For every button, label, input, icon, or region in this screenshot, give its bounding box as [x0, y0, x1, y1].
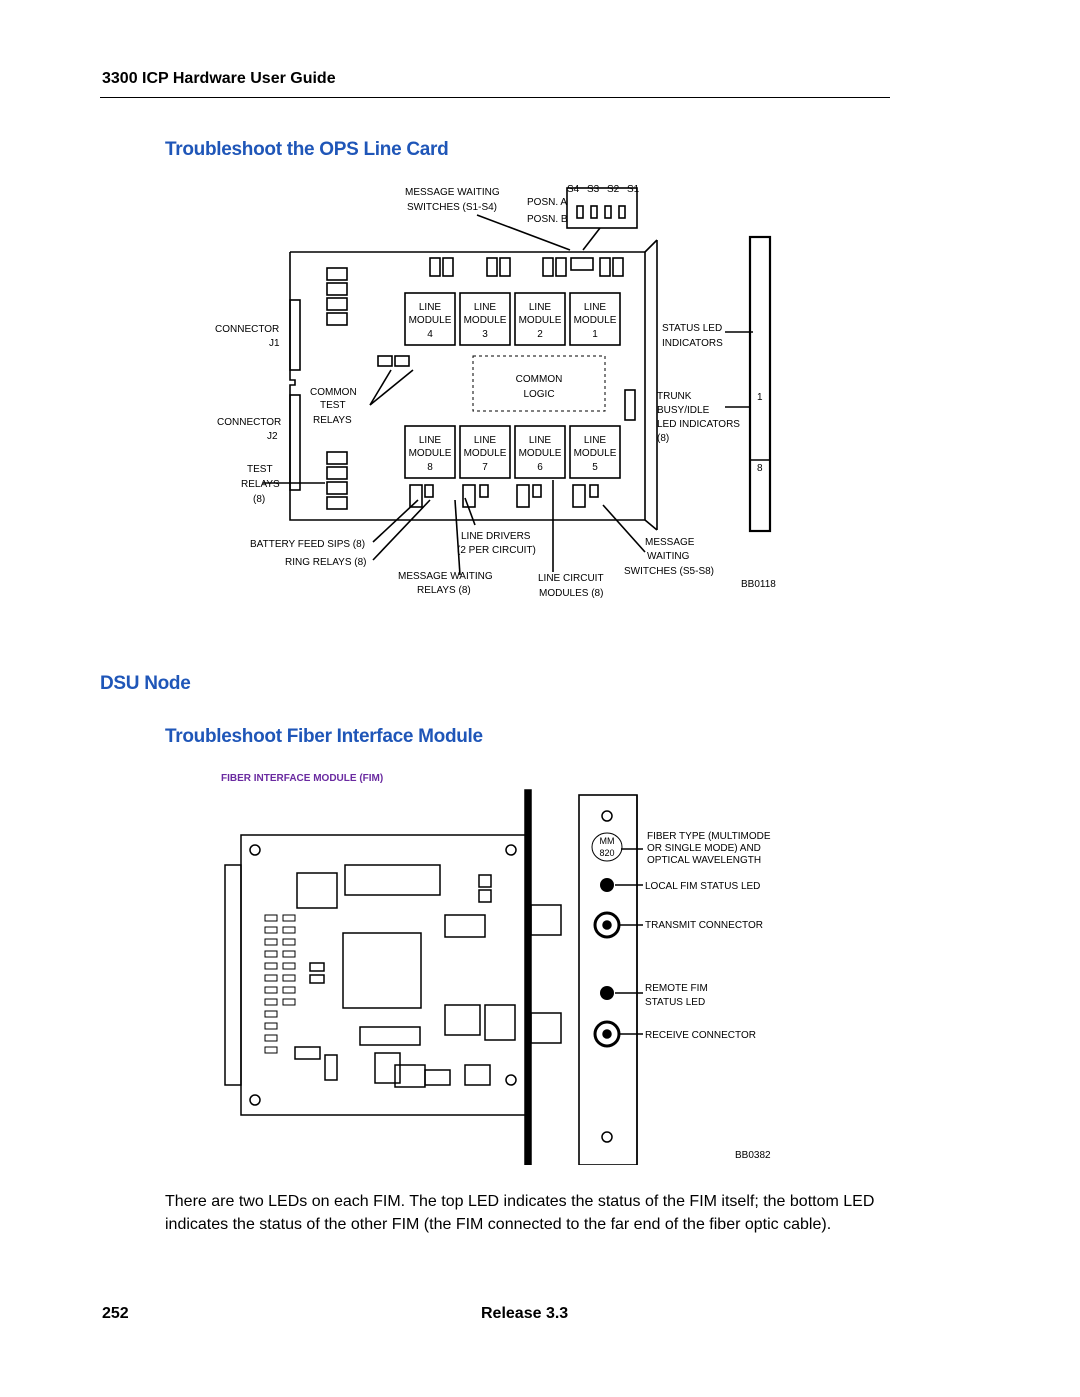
fim-figure-id: BB0382: [735, 1150, 771, 1161]
connector-j1-id: J1: [269, 338, 280, 349]
battery-feed-label: BATTERY FEED SIPS (8): [250, 539, 365, 550]
ops-figure-id: BB0118: [741, 579, 776, 590]
fim-figure: FIBER INTERFACE MODULE (FIM): [215, 765, 785, 1166]
msg-waiting-s5-3: SWITCHES (S5-S8): [624, 566, 714, 577]
line-module-2-l2: MODULE: [519, 315, 562, 326]
msg-waiting-s5-1: MESSAGE: [645, 537, 695, 548]
msg-waiting-switches-label-1: MESSAGE WAITING: [405, 187, 500, 198]
connector-j1-label: CONNECTOR: [215, 324, 279, 335]
posn-a-label: POSN. A: [527, 197, 567, 208]
ops-line-card-figure: MESSAGE WAITING SWITCHES (S1-S4) S4 S3 S…: [205, 180, 805, 600]
line-module-3-num: 3: [482, 329, 488, 340]
page-number: 252: [102, 1305, 129, 1322]
fim-figure-title: FIBER INTERFACE MODULE (FIM): [221, 773, 383, 784]
running-header: 3300 ICP Hardware User Guide: [102, 70, 336, 87]
switch-label-s4: S4: [567, 184, 580, 195]
line-module-6-l1: LINE: [529, 435, 552, 446]
line-circuit-modules-2: MODULES (8): [539, 588, 603, 599]
line-module-6-num: 6: [537, 462, 543, 473]
common-logic-2: LOGIC: [523, 389, 554, 400]
fim-led-paragraph: There are two LEDs on each FIM. The top …: [165, 1193, 875, 1233]
trunk-busy-4: (8): [657, 433, 669, 444]
line-module-7-l2: MODULE: [464, 448, 507, 459]
line-module-2-l1: LINE: [529, 302, 552, 313]
common-test-relays-2: TEST: [320, 400, 346, 411]
status-led-2: INDICATORS: [662, 338, 723, 349]
remote-led-1: REMOTE FIM: [645, 983, 708, 994]
line-module-1-l1: LINE: [584, 302, 607, 313]
switch-label-s3: S3: [587, 184, 600, 195]
faceplate-num-1: 1: [757, 392, 763, 403]
line-module-7-l1: LINE: [474, 435, 497, 446]
line-drivers-2: (2 PER CIRCUIT): [457, 545, 536, 556]
test-relays-2: RELAYS: [241, 479, 280, 490]
faceplate-num-8: 8: [757, 463, 763, 474]
line-module-8-num: 8: [427, 462, 433, 473]
fiber-type-3: OPTICAL WAVELENGTH: [647, 855, 761, 866]
fiber-type-1: FIBER TYPE (MULTIMODE: [647, 831, 771, 842]
line-module-1-num: 1: [592, 329, 598, 340]
local-led-label: LOCAL FIM STATUS LED: [645, 881, 760, 892]
fim-section-heading: Troubleshoot Fiber Interface Module: [165, 726, 483, 747]
ring-relays-label: RING RELAYS (8): [285, 557, 367, 568]
line-module-8-l2: MODULE: [409, 448, 452, 459]
line-module-6-l2: MODULE: [519, 448, 562, 459]
header-rule: [100, 97, 890, 98]
fiber-badge-bottom: 820: [599, 848, 614, 858]
msg-waiting-relays-2: RELAYS (8): [417, 585, 471, 596]
trunk-busy-3: LED INDICATORS: [657, 419, 740, 430]
msg-waiting-switches-label-2: SWITCHES (S1-S4): [407, 202, 497, 213]
trunk-busy-1: TRUNK: [657, 391, 692, 402]
dsu-node-heading: DSU Node: [100, 673, 191, 694]
msg-waiting-s5-2: WAITING: [647, 551, 690, 562]
switch-label-s2: S2: [607, 184, 620, 195]
line-drivers-1: LINE DRIVERS: [461, 531, 531, 542]
connector-j2-id: J2: [267, 431, 278, 442]
test-relays-3: (8): [253, 494, 265, 505]
line-module-8-l1: LINE: [419, 435, 442, 446]
line-module-7-num: 7: [482, 462, 488, 473]
connector-j2-label: CONNECTOR: [217, 417, 281, 428]
line-module-4-l2: MODULE: [409, 315, 452, 326]
trunk-busy-2: BUSY/IDLE: [657, 405, 710, 416]
status-led-1: STATUS LED: [662, 323, 722, 334]
fiber-badge-top: MM: [600, 836, 615, 846]
release-label: Release 3.3: [481, 1305, 569, 1322]
line-module-4-l1: LINE: [419, 302, 442, 313]
line-module-3-l1: LINE: [474, 302, 497, 313]
line-module-2-num: 2: [537, 329, 543, 340]
transmit-label: TRANSMIT CONNECTOR: [645, 920, 763, 931]
msg-waiting-relays-1: MESSAGE WAITING: [398, 571, 493, 582]
line-module-3-l2: MODULE: [464, 315, 507, 326]
switch-label-s1: S1: [627, 184, 640, 195]
ops-section-heading: Troubleshoot the OPS Line Card: [165, 139, 449, 160]
line-module-1-l2: MODULE: [574, 315, 617, 326]
receive-label: RECEIVE CONNECTOR: [645, 1030, 756, 1041]
line-module-5-l2: MODULE: [574, 448, 617, 459]
line-module-5-num: 5: [592, 462, 598, 473]
remote-led-2: STATUS LED: [645, 997, 705, 1008]
line-module-5-l1: LINE: [584, 435, 607, 446]
common-logic-1: COMMON: [516, 374, 563, 385]
fiber-type-2: OR SINGLE MODE) AND: [647, 843, 761, 854]
common-test-relays-3: RELAYS: [313, 415, 352, 426]
line-circuit-modules-1: LINE CIRCUIT: [538, 573, 604, 584]
common-test-relays-1: COMMON: [310, 387, 357, 398]
test-relays-1: TEST: [247, 464, 273, 475]
line-module-4-num: 4: [427, 329, 433, 340]
posn-b-label: POSN. B: [527, 214, 568, 225]
